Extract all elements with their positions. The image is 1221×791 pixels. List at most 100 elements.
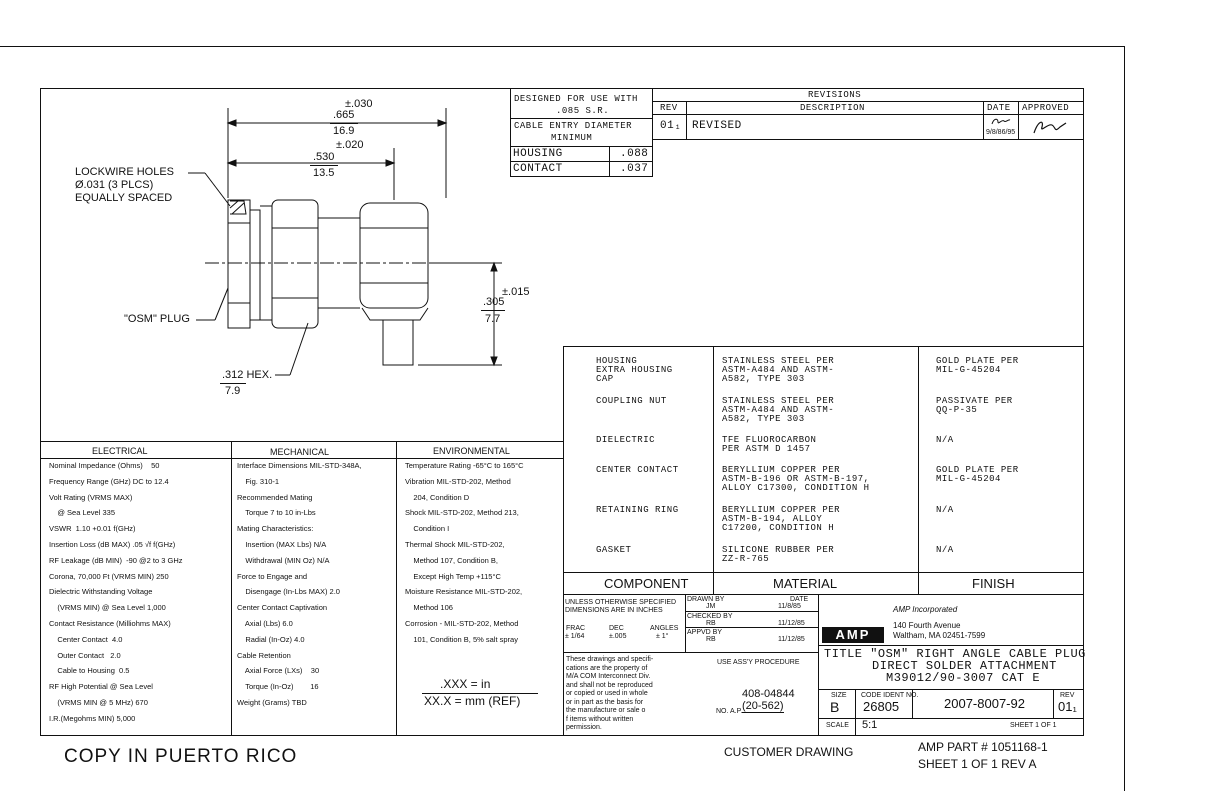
scale-value: 5:1 [862, 719, 878, 731]
materials-header-bottom [563, 594, 1084, 595]
rev-header-approved: APPROVED [1022, 103, 1070, 113]
specs-top [40, 441, 563, 442]
designed-for-box [510, 88, 653, 177]
materials-left [563, 346, 564, 736]
tb-col-size [855, 689, 856, 736]
mechanical-spec-line: Axial (Lbs) 6.0 [237, 619, 293, 628]
sheet-top-border [0, 46, 1125, 47]
dim-overall-mm: 16.9 [333, 125, 355, 137]
material-row-5: BERYLLIUM COPPER PER ASTM-B-194, ALLOY C… [722, 505, 841, 533]
dim-hex-in: .312 HEX. [222, 369, 273, 381]
rev-row-date: 9/8/86/95 [986, 129, 1016, 136]
materials-col-2 [918, 346, 919, 594]
tb-col-1 [685, 594, 686, 652]
mechanical-spec-line: Weight (Grams) TBD [237, 698, 307, 707]
drawn-by: JM [706, 603, 716, 610]
electrical-spec-line: Nominal Impedance (Ohms) 50 [49, 461, 160, 470]
tol-angles: ANGLES [650, 625, 679, 632]
mechanical-spec-line: Force to Engage and [237, 571, 308, 581]
mechanical-title: MECHANICAL [270, 447, 330, 457]
dim-hex-mm: 7.9 [225, 385, 241, 397]
contact-label: CONTACT [513, 163, 563, 175]
environmental-spec-line: Thermal Shock MIL-STD-202, [405, 540, 505, 549]
material-row-4: BERYLLIUM COPPER PER ASTM-B-196 OR ASTM-… [722, 465, 870, 493]
tb-col-rev [1053, 689, 1054, 718]
approved-date: 11/12/85 [778, 636, 805, 643]
designed-for-sep3 [510, 161, 653, 162]
component-row-1: HOUSING EXTRA HOUSING CAP [596, 356, 673, 384]
rev-row-line [653, 139, 1084, 140]
approver-signature-icon [1033, 121, 1067, 134]
customer-drawing: CUSTOMER DRAWING [724, 745, 854, 759]
rev-row-rev: 01₁ [660, 120, 682, 132]
drawing-title-2: DIRECT SOLDER ATTACHMENT [872, 659, 1057, 673]
materials-col-1 [713, 346, 714, 594]
electrical-spec-line: Corona, 70,000 Ft (VRMS MIN) 250 [49, 571, 169, 581]
tb-col-code [912, 689, 913, 718]
mechanical-spec-line: Disengage (In-Lbs MAX) 2.0 [237, 587, 340, 597]
material-row-3: TFE FLUOROCARBON PER ASTM D 1457 [722, 435, 817, 454]
mechanical-spec-line: Recommended Mating [237, 492, 313, 502]
drawn-by-label: DRAWN BY [687, 596, 725, 603]
units-bar [422, 693, 538, 694]
dim-overall-bar [330, 123, 358, 124]
tol-ang-value: ± 1° [656, 633, 669, 640]
environmental-spec-line: Temperature Rating -65°C to 165°C [405, 461, 524, 470]
amp-part-number: AMP PART # 1051168-1 [918, 740, 1048, 754]
tol-dec-value: ±.005 [609, 633, 627, 640]
rev-label: REV [1060, 692, 1075, 699]
mechanical-spec-line: Insertion (MAX Lbs) N/A [237, 540, 327, 549]
approved-label: APPVD BY [687, 629, 723, 636]
scale-label: SCALE [826, 722, 849, 729]
tol-frac: FRAC [566, 625, 586, 632]
finish-row-4: GOLD PLATE PER MIL-G-45204 [936, 465, 1019, 484]
connector-drawing [188, 108, 502, 376]
mechanical-spec-line: Axial Force (LXs) 30 [237, 666, 320, 676]
size-value: B [830, 699, 840, 715]
sheet-right-border [1124, 46, 1125, 791]
company-address-1: 140 Fourth Avenue [893, 621, 961, 630]
company-address-2: Waltham, MA 02451-7599 [893, 631, 986, 640]
tb-sub-1 [685, 611, 818, 612]
designed-for-cable: .085 S.R. [556, 106, 610, 116]
rev-header-desc: DESCRIPTION [800, 103, 865, 113]
finish-row-1: GOLD PLATE PER MIL-G-45204 [936, 356, 1019, 375]
environmental-spec-line: Except High Temp +115°C [405, 571, 501, 581]
dim-height-in: .305 [483, 296, 505, 308]
component-row-3: DIELECTRIC [596, 435, 656, 445]
revisions-title: REVISIONS [808, 90, 862, 100]
checked-date: 11/12/85 [778, 620, 805, 627]
lockwire-label-2: Ø.031 (3 PLCS) [75, 179, 154, 191]
dim-mid-in: .530 [313, 151, 335, 163]
electrical-title: ELECTRICAL [92, 446, 148, 456]
designed-for-sep2 [510, 146, 653, 147]
dim-overall-tol: ±.030 [345, 98, 373, 110]
code-value: 26805 [863, 699, 900, 714]
mechanical-spec-line: Withdrawal (MIN Oz) N/A [237, 555, 330, 565]
copy-in-puerto-rico: COPY IN PUERTO RICO [64, 746, 298, 767]
electrical-spec-line: RF Leakage (dB MIN) -90 @2 to 3 GHz [49, 555, 183, 565]
material-row-2: STAINLESS STEEL PER ASTM-A484 AND ASTM- … [722, 396, 835, 424]
unless-specified: UNLESS OTHERWISE SPECIFIED DIMENSIONS AR… [565, 599, 677, 614]
environmental-spec-line: Moisture Resistance MIL-STD-202, [405, 587, 523, 597]
component-row-6: GASKET [596, 545, 632, 555]
rev-col-2 [983, 101, 984, 139]
environmental-spec-line: 101, Condition B, 5% salt spray [405, 634, 518, 644]
osm-plug-label: "OSM" PLUG [124, 313, 190, 325]
dim-overall-in: .665 [333, 109, 355, 121]
approved-by: RB [706, 636, 716, 643]
rev-header-line [653, 114, 1084, 115]
cable-entry-label: CABLE ENTRY DIAMETER [514, 121, 633, 131]
designed-for-title: DESIGNED FOR USE WITH [514, 94, 638, 104]
mechanical-spec-line: Center Contact Captivation [237, 603, 328, 613]
tb-line-3 [818, 689, 1084, 690]
electrical-spec-line: Frequency Range (GHz) DC to 12.4 [49, 476, 169, 486]
tb-line-2 [818, 645, 1084, 646]
units-mm: XX.X = mm (REF) [424, 694, 521, 708]
component-row-2: COUPLING NUT [596, 396, 667, 406]
electrical-spec-line: I.R.(Megohms MIN) 5,000 [49, 713, 136, 723]
designed-for-sep1 [510, 118, 653, 119]
electrical-spec-line: Outer Contact 2.0 [49, 650, 121, 660]
component-row-5: RETAINING RING [596, 505, 679, 515]
environmental-spec-line: Method 107, Condition B, [405, 555, 498, 565]
